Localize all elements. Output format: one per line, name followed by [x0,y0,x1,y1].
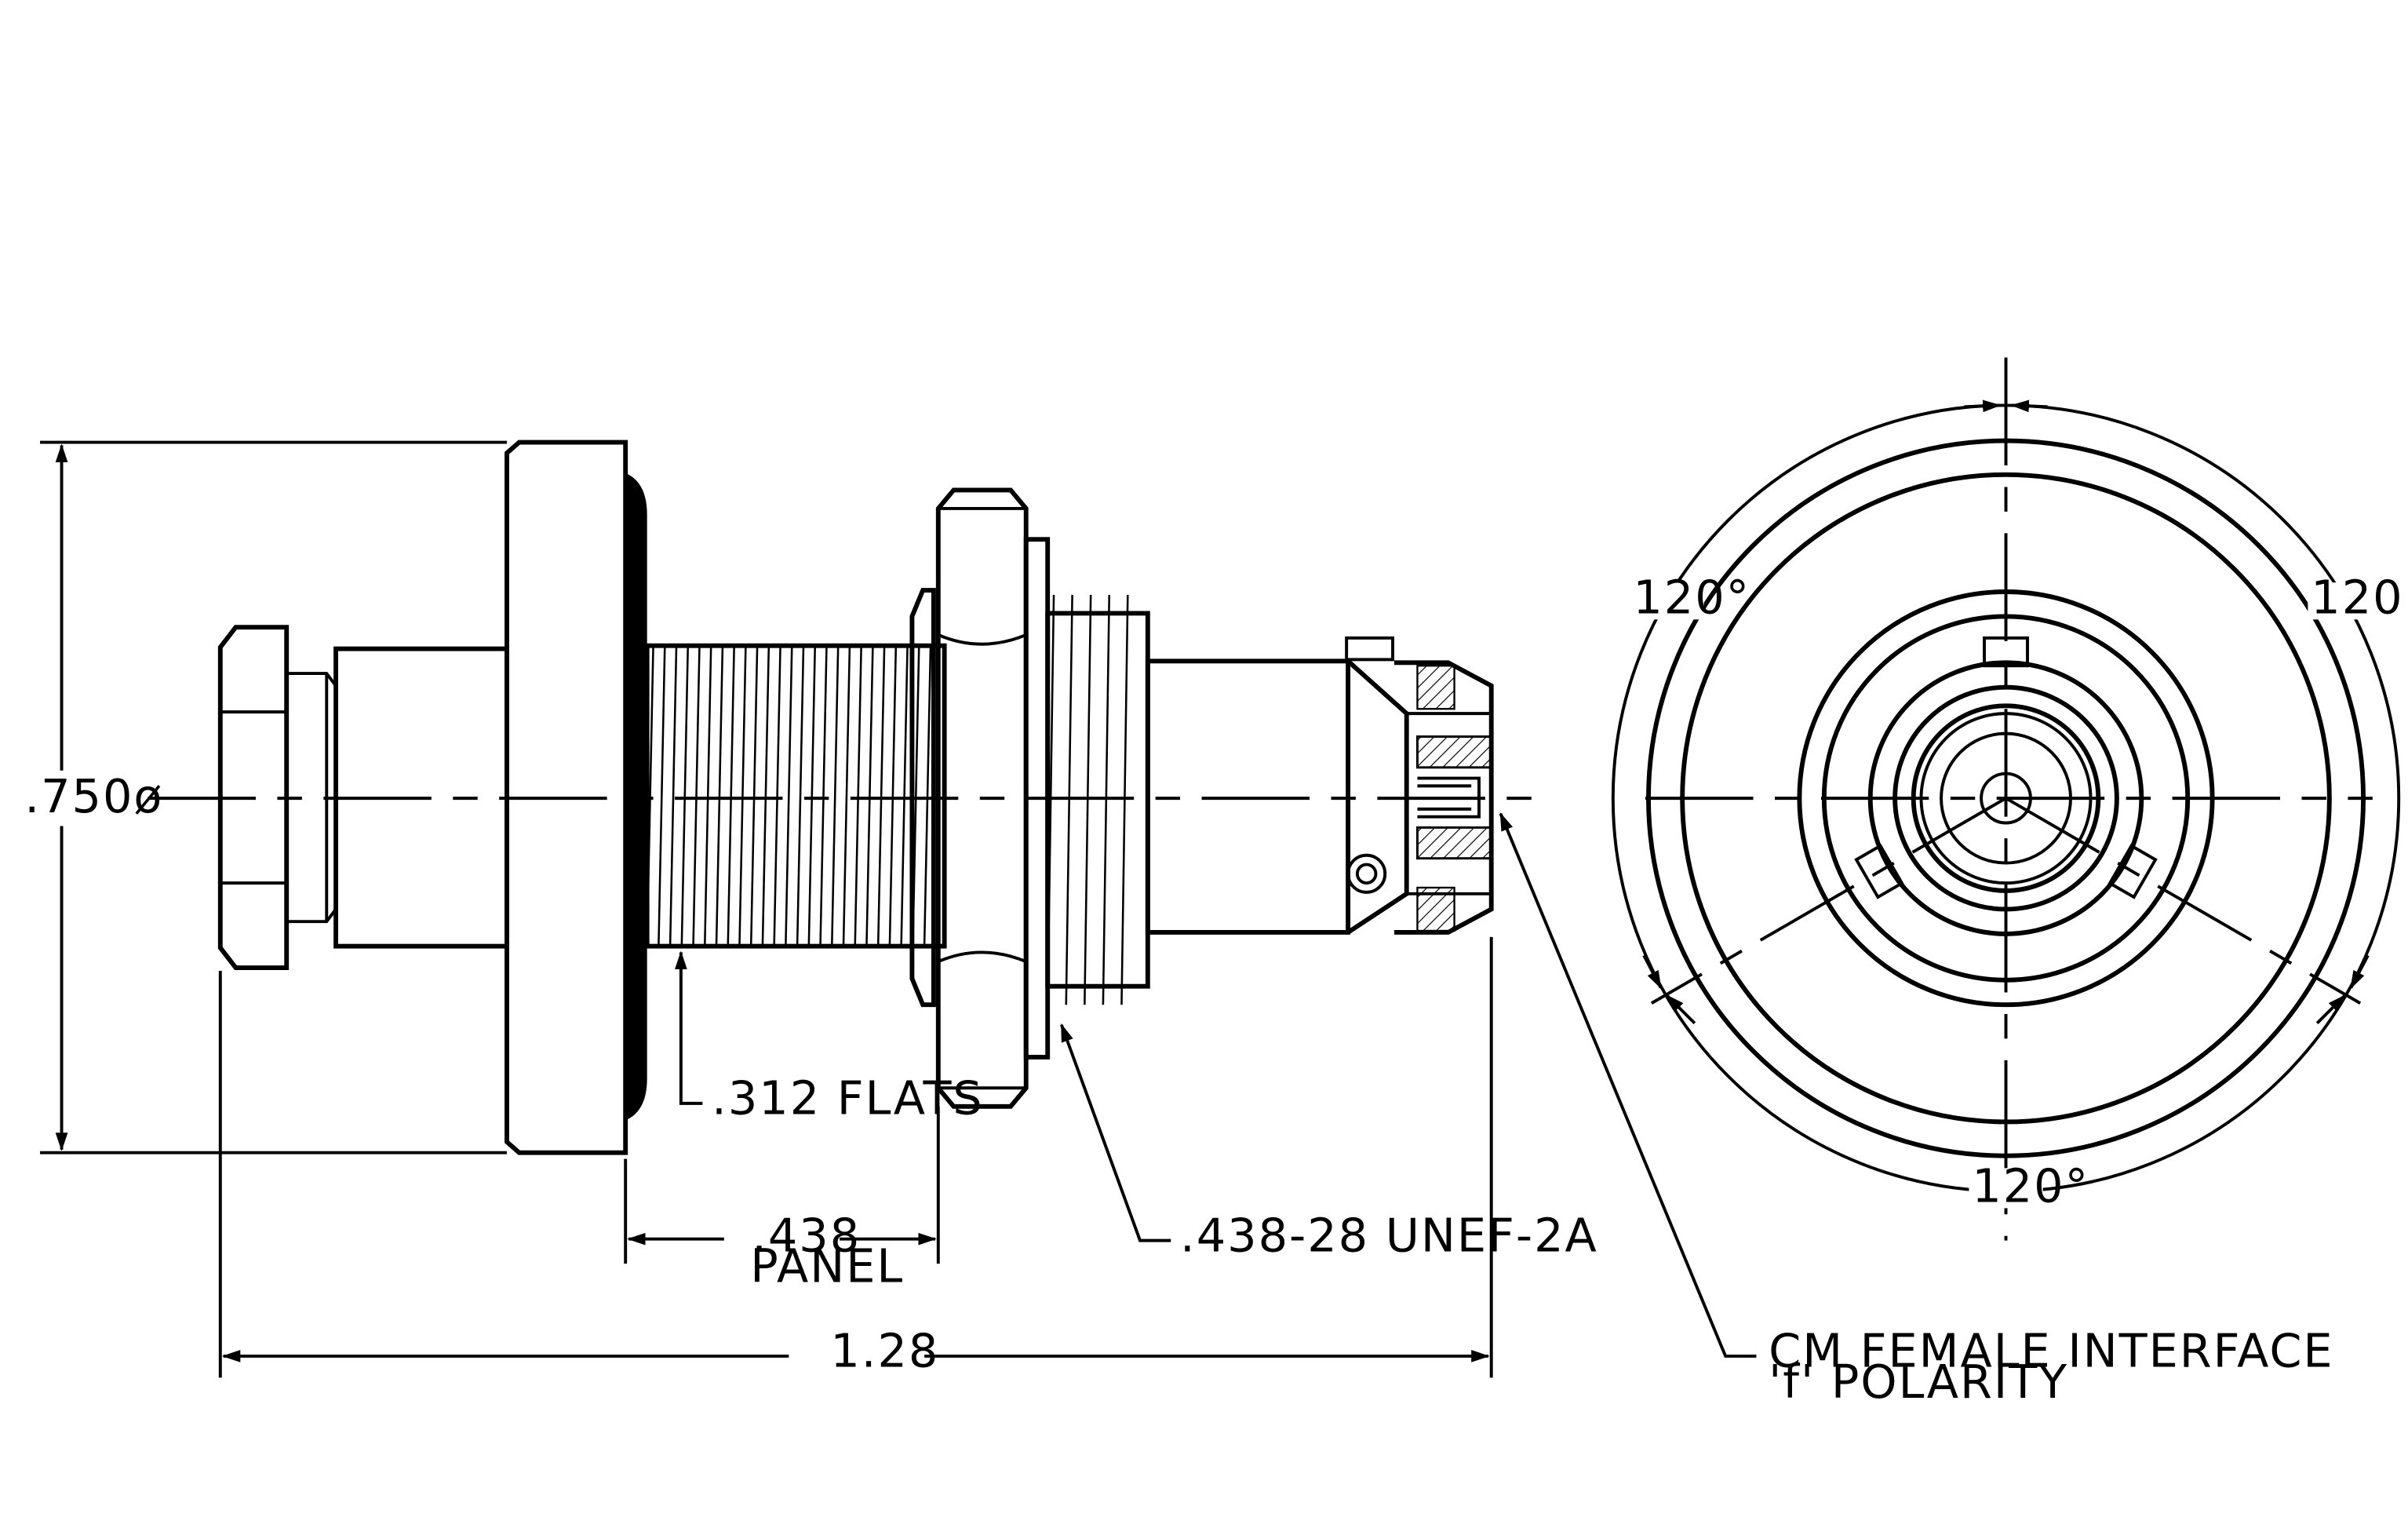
thread-line [785,647,793,945]
thread-line [831,647,840,945]
thread-line [749,647,759,945]
thread-line [888,647,898,945]
locking-pin-inner [1355,863,1378,885]
polarity-key [1345,636,1394,662]
panel-dimension-label: PANEL [750,1239,904,1293]
thread-line [704,647,712,945]
thread-line [680,647,689,945]
thread-line [761,647,770,945]
thread-line [854,647,862,945]
thread-line [819,647,828,945]
thread-line [646,647,654,945]
thread-line [807,647,816,945]
thread-line [738,647,747,945]
thread-line [923,647,932,945]
thread-line [727,647,735,945]
thread-line [796,647,805,945]
thread-line [865,647,874,945]
overall-length-dimension: 1.28 [830,1324,939,1378]
lock-washer [909,588,936,1008]
interface-callout-line1: CM FEMALE INTERFACE [1769,1324,2333,1378]
panel-dimension-value: .438 [752,1208,861,1262]
threaded-shank [644,643,947,949]
angle-label-right: 120° [2311,570,2408,624]
angle-label-left: 120° [1633,570,1750,624]
flats-callout: .312 FLATS [712,1071,984,1125]
thread-line [773,647,781,945]
thread-line [692,647,701,945]
end-view-diagonal-left [1650,797,2007,1005]
side-view [148,440,1554,1155]
thread-line [668,647,678,945]
thread-line [900,647,909,945]
thread-line [842,647,851,945]
end-view-diagonal-right [2005,797,2362,1005]
thread-line [658,647,666,945]
side-dimensions: .750ø .438 PANEL .312 FLATS .438-28 UNEF… [24,440,2333,1409]
locking-pin [1346,853,1387,894]
interface-callout-line2: 'f' POLARITY [1769,1355,2068,1409]
thread-line [876,647,886,945]
thread-line [715,647,724,945]
thread-callout: .438-28 UNEF-2A [1180,1208,1598,1262]
angle-label-bottom: 120° [1972,1159,2089,1213]
end-view: 120° 120° 120° [1611,357,2408,1241]
diameter-dimension: .750ø [24,769,163,823]
